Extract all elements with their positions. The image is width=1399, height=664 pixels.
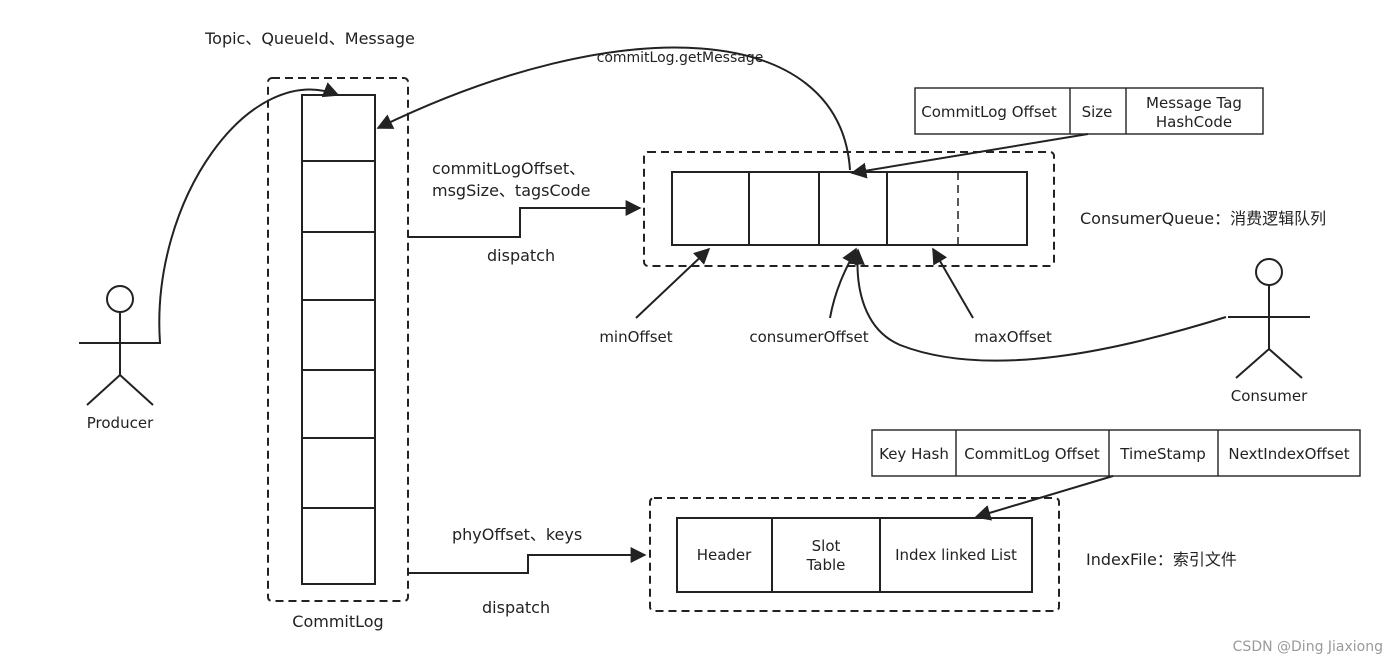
consumer-queue-label: ConsumerQueue：消费逻辑队列 — [1080, 209, 1326, 228]
consumer-actor: Consumer — [1228, 258, 1310, 405]
cq-entry-arrow — [850, 133, 1089, 179]
cq-field-hashcode: HashCode — [1156, 113, 1232, 131]
index-field-next-index-offset: NextIndexOffset — [1228, 445, 1349, 463]
index-file-boundary — [649, 497, 1060, 612]
index-field-key-hash: Key Hash — [879, 445, 949, 463]
index-entry-arrow — [974, 475, 1114, 521]
min-offset-arrow — [635, 247, 711, 319]
commitlog-column — [301, 94, 376, 585]
commitlog-boundary — [267, 77, 409, 602]
cq-entry-format: CommitLog Offset Size Message Tag HashCo… — [914, 87, 1264, 135]
cq-field-size: Size — [1082, 103, 1113, 121]
consumer-queue: ConsumerQueue：消费逻辑队列 — [643, 151, 1326, 267]
index-file-label: IndexFile：索引文件 — [1086, 550, 1237, 569]
consumer-offset-arrow — [829, 247, 857, 319]
consumer-queue-body — [671, 171, 1028, 246]
producer-head — [106, 285, 134, 313]
get-message-arrow — [376, 46, 851, 171]
index-file-body — [676, 517, 1033, 593]
index-section-slot: Slot — [812, 537, 841, 555]
index-field-commitlog-offset: CommitLog Offset — [964, 445, 1100, 463]
consumer-offset-label: consumerOffset — [749, 328, 868, 346]
cq-entry-box — [914, 87, 1264, 135]
cq-dispatch-label: dispatch — [487, 246, 555, 265]
index-dispatch-label: dispatch — [482, 598, 550, 617]
consumer-queue-boundary — [643, 151, 1055, 267]
consumer-label: Consumer — [1231, 387, 1308, 405]
producer-to-commitlog-label: Topic、QueueId、Message — [204, 29, 415, 48]
max-offset-label: maxOffset — [974, 328, 1052, 346]
consumer-head — [1255, 258, 1283, 286]
commitlog: CommitLog — [267, 77, 409, 631]
producer-actor: Producer — [79, 285, 161, 432]
cq-dispatch-line2: msgSize、tagsCode — [432, 181, 590, 200]
producer-to-commitlog-arrow — [158, 82, 340, 344]
cq-field-message-tag: Message Tag — [1146, 94, 1242, 112]
index-entry-box — [871, 429, 1361, 477]
cq-field-commitlog-offset: CommitLog Offset — [921, 103, 1057, 121]
index-section-table: Table — [806, 556, 846, 574]
commitlog-label: CommitLog — [292, 612, 383, 631]
index-dispatch-arrow — [408, 547, 647, 574]
index-dispatch-keys-label: phyOffset、keys — [452, 525, 582, 544]
index-entry-format: Key Hash CommitLog Offset TimeStamp Next… — [871, 429, 1361, 477]
index-section-linked-list: Index linked List — [895, 546, 1017, 564]
index-file: Header Slot Table Index linked List Inde… — [649, 497, 1237, 612]
index-section-header: Header — [697, 546, 752, 564]
producer-label: Producer — [87, 414, 154, 432]
cq-dispatch-line1: commitLogOffset、 — [432, 159, 585, 178]
consumer-to-offset-arrow — [848, 248, 1227, 362]
index-field-timestamp: TimeStamp — [1119, 445, 1205, 463]
cq-dispatch-arrow — [408, 200, 642, 238]
min-offset-label: minOffset — [599, 328, 672, 346]
max-offset-arrow — [932, 247, 974, 319]
get-message-label: commitLog.getMessage — [597, 50, 764, 66]
watermark: CSDN @Ding Jiaxiong — [1233, 639, 1383, 655]
